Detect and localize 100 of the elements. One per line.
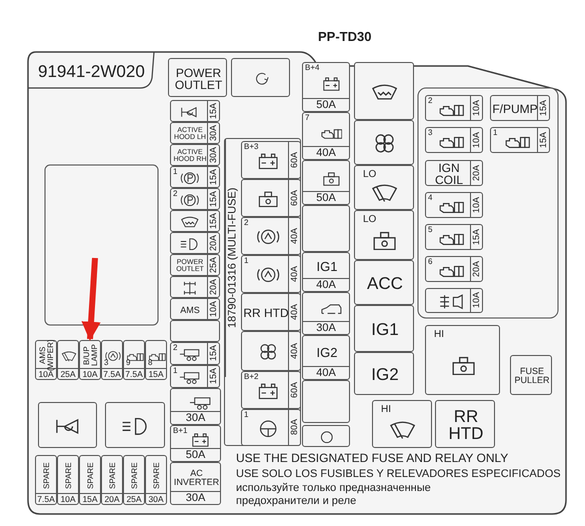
fuse-rating: 20A	[207, 233, 219, 253]
fuse-label: SPARE	[151, 461, 162, 491]
slot-number: 5	[428, 226, 432, 234]
fuse-slot	[35, 340, 57, 380]
slot-number: B+2	[244, 373, 258, 381]
relay-label: FUSE PULLER	[513, 365, 550, 387]
warning-note: USE THE DESIGNATED FUSE AND RELAY ONLY	[236, 452, 508, 466]
fuse-slot	[425, 160, 483, 186]
fuse-label: SPARE	[107, 461, 118, 491]
fuse-rating: 30A	[207, 145, 219, 165]
fuse-label: AC INVERTER	[172, 467, 220, 489]
fuse-label: SPARE	[85, 461, 96, 491]
slot-number: 6	[428, 258, 432, 266]
fuse-slot	[170, 462, 221, 505]
warning-note: USE SOLO LOS FUSIBLES Y RELEVADORES ESPECIFICADOS	[236, 468, 561, 481]
empty-slot	[170, 320, 220, 342]
relay-slot	[354, 210, 414, 260]
slot-number: B+4	[305, 64, 320, 72]
fuse-slot	[170, 276, 220, 298]
fuse-rating: 60A	[288, 142, 300, 178]
fuse-slot	[241, 409, 301, 446]
fuse-slot	[241, 179, 301, 217]
fuse-rating: 15A	[207, 189, 219, 209]
warning-note: используйте только предназначенные предохранители и реле	[236, 482, 432, 508]
relay-label: LO	[363, 215, 376, 225]
slot-number: 4	[428, 194, 432, 202]
relay-label: IG1	[370, 319, 400, 341]
slot-number: 1	[244, 257, 248, 265]
fuse-label: SPARE	[41, 461, 52, 491]
fuse-slot	[241, 293, 301, 331]
fuse-rating: 15A	[207, 211, 219, 231]
relay-label: HI	[434, 330, 444, 340]
fuse-slot	[425, 127, 483, 153]
fuse-slot	[170, 388, 221, 425]
relay-slot	[302, 425, 350, 447]
relay-slot	[435, 400, 495, 448]
relay-slot	[510, 355, 552, 395]
fuse-slot	[145, 455, 167, 505]
fuse-rating: 20A	[102, 493, 122, 504]
fuse-rating: 60A	[288, 180, 300, 216]
fuse-rating: 40A	[303, 366, 349, 379]
slot-number: B+3	[244, 143, 258, 151]
fuse-slot	[79, 455, 101, 505]
fuse-slot	[170, 100, 220, 122]
fuse-rating: 30A	[207, 123, 219, 143]
slot-number: 7	[305, 114, 310, 122]
fuse-rating: 15A	[207, 343, 219, 364]
fuse-slot	[123, 455, 145, 505]
fuse-slot	[425, 95, 483, 121]
fuse-slot	[35, 455, 57, 505]
fuse-rating: 15A	[207, 101, 219, 121]
block-label: 18790-01316 (MULTI-FUSE)	[225, 139, 240, 377]
fuse-rating: 30A	[171, 411, 220, 424]
fuse-slot	[302, 62, 350, 112]
fuse-rating: 15A	[146, 368, 166, 379]
fuse-rating: 10A	[470, 96, 482, 120]
relay-label: IG2	[370, 364, 400, 386]
fuse-rating: 50A	[171, 448, 220, 461]
fuse-rating: 15A	[537, 128, 549, 152]
slot-number: 9	[126, 359, 130, 367]
fuse-slot	[57, 340, 79, 380]
fuse-slot	[170, 232, 220, 254]
fuse-rating: 40A	[288, 256, 300, 292]
fuse-slot	[241, 141, 301, 179]
relay-slot	[354, 165, 414, 210]
fuse-slot	[425, 288, 483, 313]
fuse-rating: 10A	[470, 128, 482, 152]
fuse-label: IG2	[316, 344, 338, 362]
fuse-label: IG1	[316, 258, 338, 276]
fuse-slot	[170, 166, 220, 188]
fuse-slot	[425, 192, 483, 218]
slot-number: 2	[244, 219, 248, 227]
fuse-slot	[170, 122, 220, 144]
relay-slot	[372, 400, 432, 448]
empty-slot	[302, 205, 350, 252]
slot-number: 8	[148, 359, 152, 367]
fuse-rating: 20A	[470, 257, 482, 281]
fuse-slot	[302, 292, 350, 335]
relay-slot	[354, 305, 414, 352]
fuse-slot	[241, 331, 301, 371]
fuse-rating: 25A	[207, 255, 219, 275]
fuse-rating: 40A	[288, 332, 300, 370]
slot-number: 3	[104, 359, 108, 367]
fuse-rating: 40A	[288, 294, 300, 330]
fuse-slot	[302, 112, 350, 160]
fuse-rating: 30A	[171, 491, 220, 504]
fuse-slot	[170, 425, 221, 462]
fuse-rating: 30A	[146, 493, 166, 504]
relay-label: POWER OUTLET	[174, 64, 224, 94]
relay-slot	[425, 325, 500, 395]
fuse-slot	[425, 224, 483, 250]
slot-number: 1	[244, 411, 248, 419]
fuse-rating: 25A	[124, 493, 144, 504]
fuse-rating: 15A	[80, 493, 100, 504]
slot-number: 1	[493, 129, 498, 137]
fuse-slot	[490, 127, 550, 153]
fuse-rating: 15A	[470, 225, 482, 249]
fuse-rating: 10A	[207, 299, 219, 319]
fuse-label: F/PUMP	[492, 101, 538, 118]
fuse-rating: 7.5A	[102, 368, 122, 379]
